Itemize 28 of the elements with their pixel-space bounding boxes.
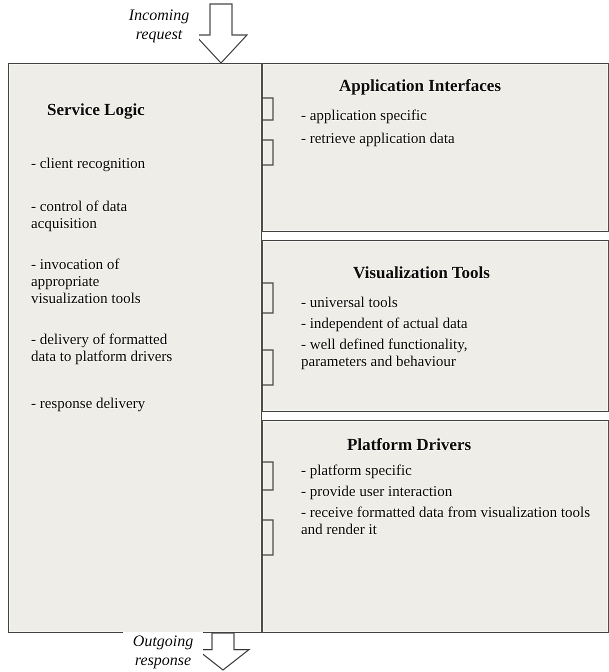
- interface-bracket: [262, 97, 274, 121]
- component-title: Service Logic: [47, 100, 146, 120]
- component-box: [262, 63, 609, 232]
- interface-bracket: [262, 139, 274, 166]
- interface-bracket: [262, 349, 274, 386]
- list-item: - control of data acquisition: [31, 199, 128, 233]
- list-item: - provide user interaction: [301, 484, 454, 501]
- component-title: Platform Drivers: [347, 435, 472, 455]
- list-item: - delivery of formatted data to platform drivers: [31, 332, 173, 366]
- list-item: - retrieve application data: [301, 131, 456, 148]
- edge-label: Outgoing response: [123, 632, 203, 670]
- list-item: - receive formatted data from visualization tools and render it: [301, 505, 592, 539]
- component-title: Visualization Tools: [353, 263, 491, 283]
- component-box: [8, 63, 262, 633]
- list-item: - invocation of appropriate visualization tools: [31, 257, 142, 308]
- list-item: - independent of actual data: [301, 316, 469, 333]
- list-item: - universal tools: [301, 295, 399, 312]
- interface-bracket: [262, 519, 274, 556]
- list-item: - well defined functionality, parameters and behaviour: [301, 337, 468, 371]
- list-item: - client recognition: [31, 156, 146, 173]
- component-box: [262, 240, 609, 412]
- interface-bracket: [262, 282, 274, 314]
- list-item: - platform specific: [301, 463, 413, 480]
- list-item: - response delivery: [31, 396, 146, 413]
- component-title: Application Interfaces: [339, 76, 502, 96]
- list-item: - application specific: [301, 108, 428, 125]
- interface-bracket: [262, 461, 274, 491]
- component-box: [262, 420, 609, 633]
